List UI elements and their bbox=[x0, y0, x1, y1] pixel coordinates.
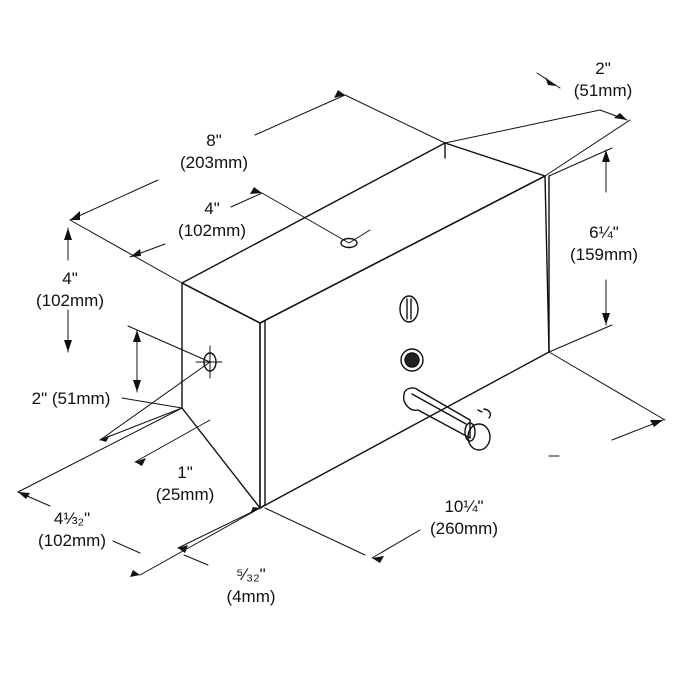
dimension-arrowheads bbox=[18, 77, 663, 577]
side-height-metric: (102mm) bbox=[35, 291, 104, 310]
depth-top-imperial: 2" bbox=[595, 59, 611, 78]
side-height-imperial: 4" bbox=[62, 269, 78, 288]
depth-top-dimension-label: 2" (51mm) bbox=[557, 58, 649, 102]
side-depth-imperial: 4⅓₂" bbox=[53, 509, 91, 528]
height-front-metric: (159mm) bbox=[569, 245, 638, 264]
mount-offset-dimension-label: 1" (25mm) bbox=[140, 462, 230, 506]
fill-hole-metric: (102mm) bbox=[177, 221, 246, 240]
soap-window-icon bbox=[400, 348, 424, 372]
mount-hole-text: 2" (51mm) bbox=[31, 389, 111, 408]
dimension-lines bbox=[17, 72, 666, 576]
front-cover-plate bbox=[259, 175, 550, 509]
mount-hole-dimension-label: 2" (51mm) bbox=[16, 388, 126, 410]
height-front-dimension-label: 6¼" (159mm) bbox=[552, 222, 656, 266]
width-metric: (203mm) bbox=[179, 153, 248, 172]
flange-dimension-label: ⁵⁄₃₂" (4mm) bbox=[206, 564, 296, 608]
key-lock-icon bbox=[399, 295, 419, 323]
flange-imperial: ⁵⁄₃₂" bbox=[236, 565, 266, 584]
flange-metric: (4mm) bbox=[226, 587, 276, 606]
overall-length-dimension-label: 10¼" (260mm) bbox=[412, 496, 516, 540]
width-imperial: 8" bbox=[206, 131, 222, 150]
valve-plunger-icon bbox=[403, 387, 492, 451]
depth-top-metric: (51mm) bbox=[573, 81, 633, 100]
side-height-dimension-label: 4" (102mm) bbox=[20, 268, 120, 312]
overall-length-imperial: 10¼" bbox=[444, 497, 484, 516]
fill-hole bbox=[340, 237, 358, 249]
mount-offset-imperial: 1" bbox=[177, 463, 193, 482]
overall-length-metric: (260mm) bbox=[429, 519, 498, 538]
front-cover-face bbox=[259, 175, 550, 509]
mount-offset-metric: (25mm) bbox=[155, 485, 215, 504]
fill-hole-dimension-label: 4" (102mm) bbox=[162, 198, 262, 242]
width-dimension-label: 8" (203mm) bbox=[164, 130, 264, 174]
front-cover-flange bbox=[259, 320, 266, 509]
height-front-imperial: 6¼" bbox=[589, 223, 619, 242]
side-depth-metric: (102mm) bbox=[37, 531, 106, 550]
fill-hole-imperial: 4" bbox=[204, 199, 220, 218]
side-depth-dimension-label: 4⅓₂" (102mm) bbox=[22, 508, 122, 552]
